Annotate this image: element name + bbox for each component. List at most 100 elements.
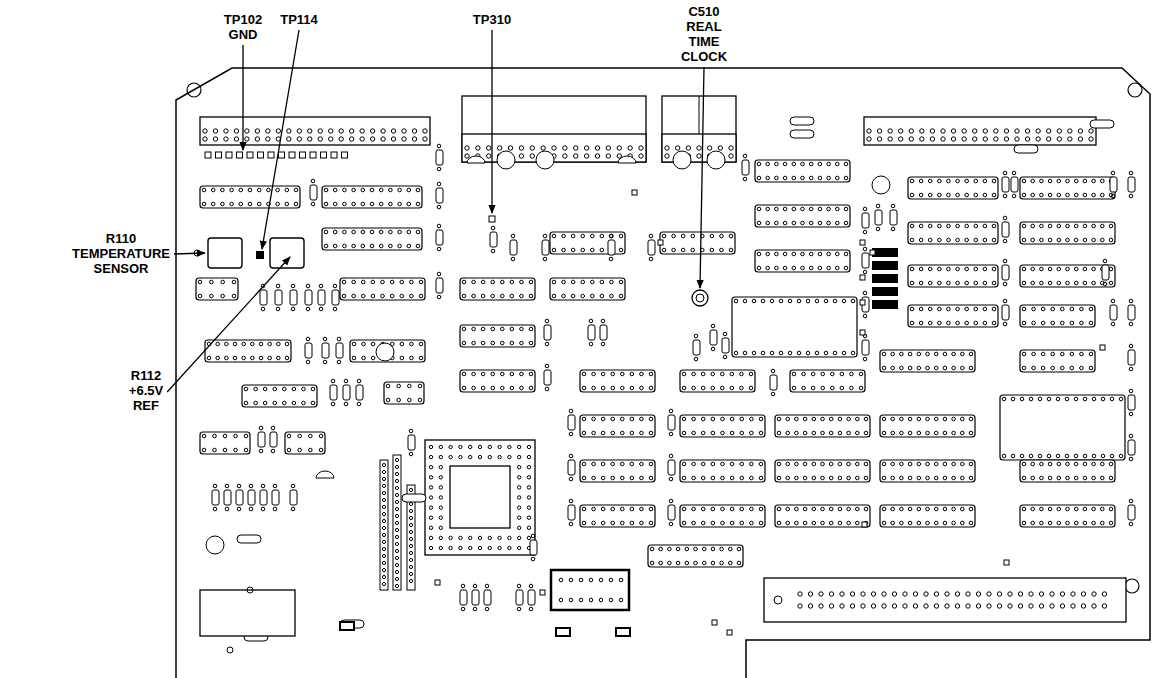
resistor-symbol <box>528 584 535 611</box>
leader-line <box>242 45 243 150</box>
resistor-symbol <box>1128 171 1135 198</box>
resistor-symbol <box>542 234 549 261</box>
jumper-block <box>872 248 898 257</box>
resistor-symbol <box>275 284 282 311</box>
pga-processor <box>425 440 535 555</box>
test-point <box>205 152 211 158</box>
dip-chip <box>880 415 975 437</box>
resistor-symbol <box>436 182 443 209</box>
small-pad <box>556 628 570 636</box>
resistor-symbol <box>270 426 277 453</box>
dip-chip <box>880 350 975 372</box>
reference-resistor <box>270 238 304 268</box>
header-connector <box>200 117 430 145</box>
resistor-symbol <box>490 226 497 253</box>
resistor-symbol <box>356 379 363 406</box>
dip-chip <box>908 305 998 327</box>
connector-block <box>662 96 736 162</box>
resistor-symbol <box>1128 299 1135 326</box>
dip-chip <box>1000 395 1125 460</box>
resistor-symbol <box>516 584 523 611</box>
test-point <box>237 152 243 158</box>
small-part <box>790 130 814 138</box>
small-part <box>1090 120 1114 128</box>
dip-chip <box>680 370 755 392</box>
dip-chip <box>1020 305 1095 327</box>
jumper-block <box>872 287 898 296</box>
test-point <box>300 152 306 158</box>
test-point <box>342 152 348 158</box>
dip-chip <box>908 222 998 244</box>
resistor-symbol <box>862 207 869 234</box>
dip-chip <box>460 370 535 392</box>
dip-chip <box>340 278 425 300</box>
callout-label: TP310 <box>473 12 511 27</box>
resistor-symbol <box>600 319 607 346</box>
resistor-symbol <box>862 247 869 274</box>
dip-chip <box>680 505 765 527</box>
leader-line <box>700 67 704 288</box>
dip-chip <box>880 505 975 527</box>
resistor-symbol <box>710 324 717 351</box>
dip-chip <box>908 177 998 199</box>
pad <box>1004 560 1009 565</box>
capacitor-symbol <box>206 536 224 554</box>
resistor-symbol <box>1110 171 1117 198</box>
resistor-symbol <box>1102 259 1109 286</box>
jumper-block <box>872 274 898 283</box>
callout-label: TP102 GND <box>224 12 262 42</box>
mounting-hole <box>1128 83 1142 97</box>
small-part <box>1014 145 1038 153</box>
resistor-symbol <box>770 369 777 396</box>
dip-chip <box>550 278 625 300</box>
dip-chip <box>1020 222 1115 244</box>
resistor-symbol <box>436 144 443 171</box>
resistor-symbol <box>875 204 882 231</box>
resistor-symbol <box>322 337 329 364</box>
dip-chip <box>242 385 317 407</box>
board-outline <box>176 68 1150 678</box>
resistor-symbol <box>1110 299 1117 326</box>
resistor-symbol <box>1011 171 1018 198</box>
dip-chip <box>755 205 850 227</box>
capacitor-symbol <box>376 343 394 361</box>
leader-line <box>167 257 290 392</box>
resistor-symbol <box>260 484 267 511</box>
header-connector <box>864 117 1096 145</box>
dip-chip <box>755 160 850 182</box>
dip-chip <box>680 415 765 437</box>
jumper-block <box>872 300 898 309</box>
resistor-symbol <box>408 429 415 456</box>
resistor-symbol <box>1128 499 1135 526</box>
dip-chip <box>196 278 238 300</box>
leader-line <box>174 253 205 254</box>
leader-line <box>262 30 299 249</box>
dip-chip <box>680 460 765 482</box>
dip-chip <box>908 265 998 287</box>
resistor-symbol <box>668 409 675 436</box>
dip-chip <box>880 460 975 482</box>
test-point <box>321 152 327 158</box>
mounting-hole <box>187 83 201 97</box>
resistor-symbol <box>460 584 467 611</box>
capacitor-symbol <box>872 176 890 194</box>
resistor-symbol <box>890 204 897 231</box>
dip-chip <box>580 505 655 527</box>
small-part <box>790 117 814 125</box>
resistor-symbol <box>436 224 443 251</box>
mounting-hole <box>1125 579 1139 593</box>
callout-label: R110 TEMPERATURE SENSOR <box>72 231 170 276</box>
test-point <box>216 152 222 158</box>
dip-chip <box>775 505 870 527</box>
dip-chip <box>580 370 655 392</box>
test-point <box>258 152 264 158</box>
resistor-symbol <box>1002 299 1009 326</box>
resistor-symbol <box>318 284 325 311</box>
resistor-symbol <box>305 284 312 311</box>
dip-chip <box>285 432 325 454</box>
resistor-symbol <box>568 454 575 481</box>
resistor-symbol <box>742 154 749 181</box>
dip-chip <box>732 297 857 357</box>
dip-chip <box>1020 265 1115 287</box>
